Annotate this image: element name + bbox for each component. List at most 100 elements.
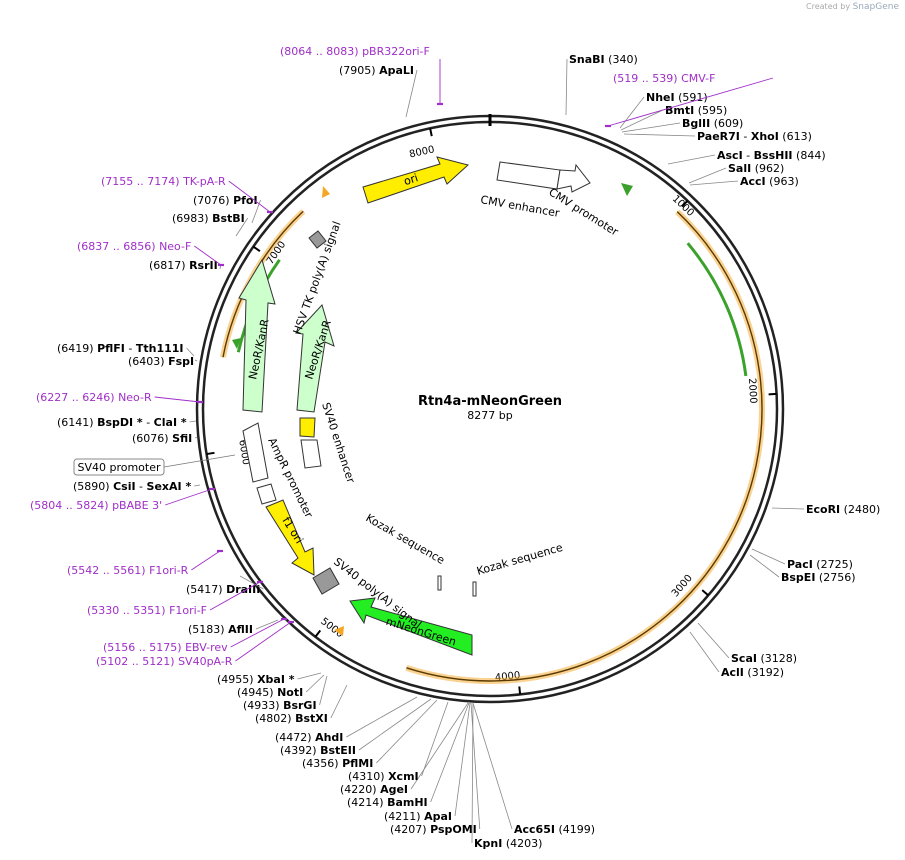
enzyme-site-fspi[interactable]: (6403) FspI <box>128 355 198 368</box>
enzyme-label-bspdi[interactable]: (6141) BspDI * - ClaI * <box>57 416 187 429</box>
enzyme-site-xcmi[interactable]: (4310) XcmI <box>348 701 449 783</box>
enzyme-label-acc65i[interactable]: Acc65I (4199) <box>514 823 595 836</box>
enzyme-site-pflfi[interactable]: (6419) PflFI - Tth111I <box>57 342 195 357</box>
primer-f1orif[interactable]: (5330 .. 5351) F1ori-F <box>87 580 263 617</box>
primer-label-neor[interactable]: (6227 .. 6246) Neo-R <box>36 391 152 404</box>
primer-cmvf[interactable]: (519 .. 539) CMV-F <box>605 72 774 128</box>
enzyme-name: ScaI <box>731 652 757 665</box>
enzyme-label-ecori[interactable]: EcoRI (2480) <box>806 503 880 516</box>
orf-green-arrowhead-left <box>232 338 241 349</box>
enzyme-label-bstxi[interactable]: (4802) BstXI <box>255 712 328 725</box>
enzyme-site-bglii[interactable]: BglII (609) <box>621 117 743 133</box>
enzyme-label-snabi[interactable]: SnaBI (340) <box>569 53 638 66</box>
enzyme-label-draiii[interactable]: (5417) DraIII <box>186 583 260 596</box>
primer-label-pbr322orif[interactable]: (8064 .. 8083) pBR322ori-F <box>280 45 430 58</box>
enzyme-label-xbai[interactable]: (4955) XbaI * <box>217 673 295 686</box>
enzyme-site-apali[interactable]: (7905) ApaLI <box>339 64 418 118</box>
enzyme-label-bstbi[interactable]: (6983) BstBI <box>172 212 245 225</box>
primer-label-ebvrev[interactable]: (5156 .. 5175) EBV-rev <box>103 641 228 654</box>
enzyme-label-bspei[interactable]: BspEI (2756) <box>781 571 856 584</box>
primer-sv40par[interactable]: (5102 .. 5121) SV40pA-R <box>96 620 294 668</box>
primer-neor[interactable]: (6227 .. 6246) Neo-R <box>36 391 203 404</box>
enzyme-label-asci[interactable]: AscI - BssHII (844) <box>717 149 826 162</box>
enzyme-site-noti[interactable]: (4945) NotI <box>237 674 325 699</box>
enzyme-site-pflmi[interactable]: (4356) PflMI <box>302 699 438 770</box>
enzyme-site-bamhi[interactable]: (4214) BamHI <box>347 702 470 809</box>
enzyme-label-csii[interactable]: (5890) CsiI - SexAI * <box>73 480 191 493</box>
enzyme-site-nhei[interactable]: NheI (591) <box>619 91 708 129</box>
enzyme-site-paci[interactable]: PacI (2725) <box>751 548 853 571</box>
enzyme-site-csii[interactable]: (5890) CsiI - SexAI * <box>73 480 201 493</box>
primer-pbabe3[interactable]: (5804 .. 5824) pBABE 3' <box>30 487 215 512</box>
enzyme-site-aflii[interactable]: (5183) AflII <box>188 619 279 636</box>
enzyme-site-ahdi[interactable]: (4472) AhdI <box>275 696 418 744</box>
primer-tkpar[interactable]: (7155 .. 7174) TK-pA-R <box>101 175 273 214</box>
enzyme-label-pflfi[interactable]: (6419) PflFI - Tth111I <box>57 342 184 355</box>
enzyme-site-agei[interactable]: (4220) AgeI <box>340 702 469 796</box>
enzyme-label-noti[interactable]: (4945) NotI <box>237 686 303 699</box>
enzyme-site-bmti[interactable]: BmtI (595) <box>620 104 727 131</box>
primer-label-f1orir[interactable]: (5542 .. 5561) F1ori-R <box>67 564 189 577</box>
enzyme-label-ahdi[interactable]: (4472) AhdI <box>275 731 343 744</box>
primer-ebvrev[interactable]: (5156 .. 5175) EBV-rev <box>103 617 287 654</box>
enzyme-site-xbai[interactable]: (4955) XbaI * <box>217 672 322 686</box>
enzyme-label-pflmi[interactable]: (4356) PflMI <box>302 757 373 770</box>
enzyme-name: BglII <box>682 117 710 130</box>
enzyme-label-paer7i[interactable]: PaeR7I - XhoI (613) <box>697 130 812 143</box>
primer-label-cmvf[interactable]: (519 .. 539) CMV-F <box>613 72 715 85</box>
enzyme-label-apali[interactable]: (7905) ApaLI <box>339 64 414 77</box>
enzyme-site-ecori[interactable]: EcoRI (2480) <box>771 503 880 516</box>
enzyme-label-rsrii[interactable]: (6817) RsrII <box>149 259 218 272</box>
enzyme-label-agei[interactable]: (4220) AgeI <box>340 783 408 796</box>
enzyme-site-sfii[interactable]: (6076) SfiI <box>132 432 198 445</box>
enzyme-label-bsteii[interactable]: (4392) BstEII <box>280 744 356 757</box>
enzyme-label-kpni[interactable]: KpnI (4203) <box>474 837 542 850</box>
enzyme-pos: (4220) <box>340 783 380 796</box>
enzyme-leader <box>405 69 418 118</box>
primer-f1orir[interactable]: (5542 .. 5561) F1ori-R <box>67 549 223 577</box>
primer-label-tkpar[interactable]: (7155 .. 7174) TK-pA-R <box>101 175 226 188</box>
enzyme-label-sfii[interactable]: (6076) SfiI <box>132 432 192 445</box>
enzyme-site-bstbi[interactable]: (6983) BstBI <box>172 212 249 237</box>
enzyme-site-pfoi[interactable]: (7076) PfoI <box>193 194 261 224</box>
enzyme-label-bamhi[interactable]: (4214) BamHI <box>347 796 428 809</box>
enzyme-site-rsrii[interactable]: (6817) RsrII <box>149 259 222 272</box>
enzyme-label-pfoi[interactable]: (7076) PfoI <box>193 194 258 207</box>
primer-label-sv40par[interactable]: (5102 .. 5121) SV40pA-R <box>96 655 233 668</box>
primer-label-pbabe3[interactable]: (5804 .. 5824) pBABE 3' <box>30 499 162 512</box>
enzyme-label-pspomi[interactable]: (4207) PspOMI <box>390 823 477 836</box>
enzyme-site-bstxi[interactable]: (4802) BstXI <box>255 684 348 725</box>
primer-label-neof[interactable]: (6837 .. 6856) Neo-F <box>77 240 191 253</box>
primer-label-f1orif[interactable]: (5330 .. 5351) F1ori-F <box>87 604 207 617</box>
enzyme-label-fspi[interactable]: (6403) FspI <box>128 355 194 368</box>
enzyme-label-bsrgi[interactable]: (4933) BsrGI <box>243 699 317 712</box>
enzyme-site-asci[interactable]: AscI - BssHII (844) <box>667 149 826 165</box>
enzyme-label-paci[interactable]: PacI (2725) <box>787 558 853 571</box>
enzyme-site-bspdi[interactable]: (6141) BspDI * - ClaI * <box>57 416 197 429</box>
enzyme-label-xcmi[interactable]: (4310) XcmI <box>348 770 419 783</box>
enzyme-site-pspomi[interactable]: (4207) PspOMI <box>390 702 481 836</box>
enzyme-site-bsrgi[interactable]: (4933) BsrGI <box>243 675 328 712</box>
enzyme-label-acci[interactable]: AccI (963) <box>740 175 799 188</box>
primer-neof[interactable]: (6837 .. 6856) Neo-F <box>77 240 224 267</box>
enzyme-site-snabi[interactable]: SnaBI (340) <box>565 53 638 116</box>
enzyme-site-sali[interactable]: SalI (962) <box>688 162 784 184</box>
enzyme-label-nhei[interactable]: NheI (591) <box>646 91 708 104</box>
enzyme-label-bglii[interactable]: BglII (609) <box>682 117 743 130</box>
enzyme-site-bsteii[interactable]: (4392) BstEII <box>280 698 432 757</box>
primer-pbr322orif[interactable]: (8064 .. 8083) pBR322ori-F <box>280 45 443 106</box>
enzyme-label-acli[interactable]: AclI (3192) <box>721 666 784 679</box>
enzyme-site-bspei[interactable]: BspEI (2756) <box>749 554 856 584</box>
enzyme-name: XcmI <box>388 770 419 783</box>
enzyme-label-aflii[interactable]: (5183) AflII <box>188 623 253 636</box>
enzyme-label-sali[interactable]: SalI (962) <box>728 162 784 175</box>
enzyme-site-acli[interactable]: AclI (3192) <box>689 631 784 679</box>
enzyme-label-bmti[interactable]: BmtI (595) <box>665 104 727 117</box>
enzyme-label-apai[interactable]: (4211) ApaI <box>384 810 452 823</box>
enzyme-site-apai[interactable]: (4211) ApaI <box>384 702 471 823</box>
enzyme-site-paer7i[interactable]: PaeR7I - XhoI (613) <box>623 130 812 143</box>
enzyme-site-scai[interactable]: ScaI (3128) <box>697 622 797 665</box>
enzyme-label-scai[interactable]: ScaI (3128) <box>731 652 797 665</box>
enzyme-site-acci[interactable]: AccI (963) <box>689 175 799 188</box>
enzyme-site-acc65i[interactable]: Acc65I (4199) <box>472 702 595 836</box>
